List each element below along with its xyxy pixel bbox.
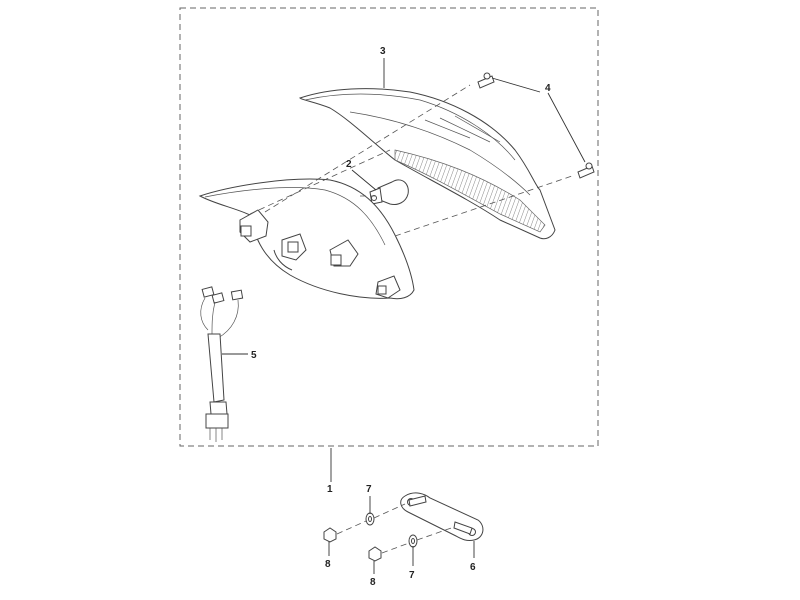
assembly-line xyxy=(394,174,576,237)
assembly-boundary xyxy=(179,7,599,447)
callout-7-lower: 7 xyxy=(409,570,415,581)
screw-upper xyxy=(477,72,495,89)
plate-bracket xyxy=(400,492,484,541)
callout-6: 6 xyxy=(470,562,476,573)
leader-line xyxy=(491,77,586,163)
assembly-line xyxy=(264,84,471,213)
assembly-line xyxy=(336,503,406,535)
callout-2: 2 xyxy=(346,159,352,170)
callout-8-upper: 8 xyxy=(325,559,331,570)
assembly-line xyxy=(381,526,455,554)
lens xyxy=(299,88,556,240)
callout-8-lower: 8 xyxy=(370,577,376,588)
leader-line xyxy=(351,169,377,191)
callout-1: 1 xyxy=(327,484,333,495)
callout-5: 5 xyxy=(251,350,257,361)
bulb xyxy=(369,179,409,205)
wiring-harness xyxy=(200,286,244,442)
screw-lower xyxy=(577,162,595,179)
washer-lower xyxy=(408,534,418,548)
nut-lower xyxy=(368,546,382,562)
callout-7-upper: 7 xyxy=(366,484,372,495)
housing xyxy=(198,178,415,300)
assembly-line xyxy=(249,149,391,215)
callout-3: 3 xyxy=(380,46,386,57)
washer-upper xyxy=(365,512,375,526)
nut-upper xyxy=(323,527,337,543)
callout-4: 4 xyxy=(545,83,551,94)
